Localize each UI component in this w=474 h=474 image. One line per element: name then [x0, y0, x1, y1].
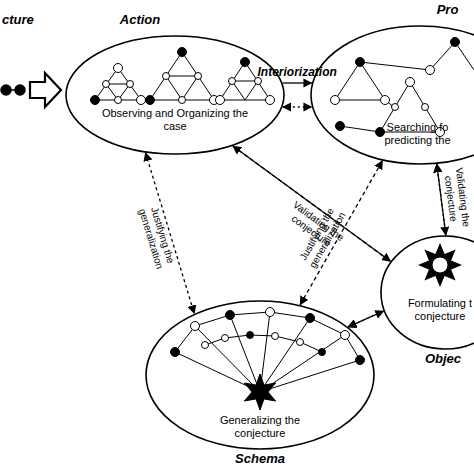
node-heading: Action	[105, 13, 175, 27]
node-text: Searching fo predicting the	[375, 121, 460, 147]
ellipse-outline	[146, 301, 374, 449]
edge-label: Validating the conjecture	[441, 161, 473, 233]
ellipse-node: ProSearching fo predicting the	[310, 25, 474, 165]
node-heading: Objec	[418, 352, 468, 366]
ellipse-outline	[380, 235, 474, 350]
schema-network	[171, 308, 365, 411]
node-text: Formulating t conjecture	[400, 297, 474, 323]
ellipse-node: ActionObserving and Organizing the case	[65, 35, 285, 155]
ellipse-outline	[65, 35, 285, 155]
edge-label: Interiorization	[242, 66, 352, 80]
node-heading: Schema	[220, 452, 300, 466]
action-network	[91, 48, 275, 105]
input-arrow	[1, 73, 61, 107]
cropped-label: cture	[2, 12, 34, 27]
node-text: Observing and Organizing the case	[100, 107, 250, 133]
ellipse-outline	[66, 36, 284, 154]
object-sunburst	[418, 243, 462, 287]
connector-arrow	[348, 311, 383, 327]
ellipse-outline	[381, 236, 474, 349]
edge-label: Justifying the generalization	[135, 200, 177, 274]
ellipse-outline	[311, 26, 474, 164]
connector-arrow	[283, 106, 312, 107]
node-heading: Pro	[425, 3, 470, 17]
connector-arrow	[348, 311, 383, 327]
ellipse-node: Formulating t conjectureObjec	[380, 235, 474, 350]
node-text: Generalizing the conjecture	[205, 414, 315, 440]
connector-arrow	[283, 82, 312, 83]
ellipse-node: Generalizing the conjectureSchema	[145, 300, 375, 450]
